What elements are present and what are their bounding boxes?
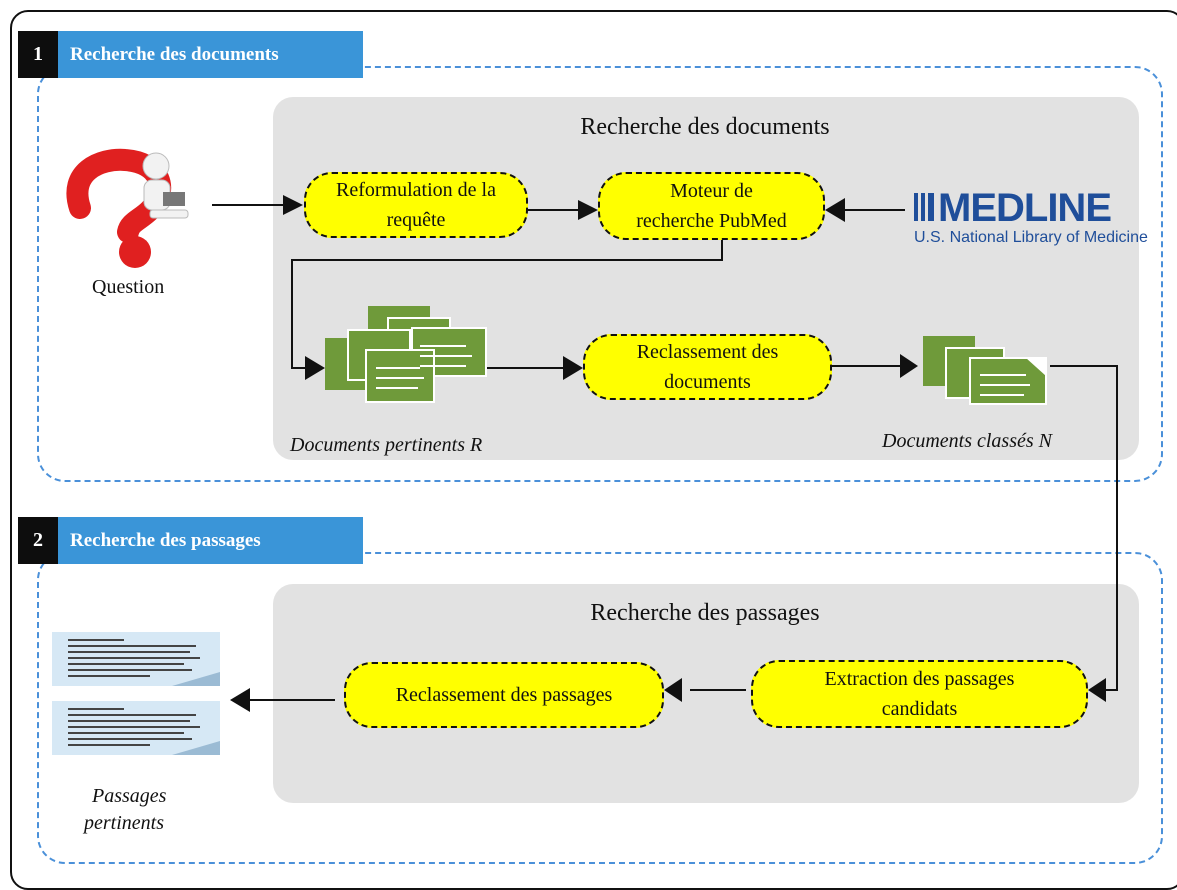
node-reformulation-line1: Reformulation de la bbox=[336, 179, 496, 201]
node-reclassement-docs-line1: Reclassement des bbox=[636, 341, 779, 363]
node-extraction-passages: Extraction des passages candidats bbox=[751, 660, 1088, 728]
panel2-title: Recherche des passages bbox=[590, 600, 820, 626]
section2-banner: 2 Recherche des passages bbox=[18, 517, 363, 564]
arrowhead bbox=[563, 356, 583, 380]
arrowhead bbox=[578, 200, 598, 220]
question-user-icon bbox=[66, 148, 189, 268]
node-moteur-line1: Moteur de bbox=[670, 180, 753, 202]
arrowhead bbox=[230, 688, 250, 712]
arrowhead bbox=[283, 195, 303, 215]
section1-number: 1 bbox=[18, 31, 58, 78]
node-reformulation: Reformulation de la requête bbox=[304, 172, 528, 238]
passage-text-icon bbox=[52, 701, 220, 755]
node-reclassement-passages: Reclassement des passages bbox=[344, 662, 664, 728]
arrowhead bbox=[305, 356, 325, 380]
arrowhead bbox=[664, 678, 682, 702]
arrowhead bbox=[900, 354, 918, 378]
caption-documents-classes: Documents classés N bbox=[882, 430, 1052, 452]
node-extraction-line2: candidats bbox=[881, 698, 958, 720]
node-reclassement-docs-line2: documents bbox=[664, 371, 751, 393]
caption-passages-line1: Passages bbox=[92, 785, 167, 807]
panel1-title: Recherche des documents bbox=[580, 114, 830, 140]
caption-passages-line2: pertinents bbox=[84, 812, 164, 834]
medline-logo-word: MEDLINE bbox=[938, 186, 1112, 230]
caption-documents-pertinents: Documents pertinents R bbox=[290, 434, 483, 456]
question-label: Question bbox=[92, 276, 165, 298]
node-reformulation-line2: requête bbox=[386, 209, 446, 231]
document-stack-icon bbox=[325, 306, 487, 403]
arrowhead bbox=[1088, 678, 1106, 702]
node-reclassement-passages-label: Reclassement des passages bbox=[395, 684, 613, 706]
section2-container bbox=[37, 552, 1163, 864]
node-moteur-pubmed: Moteur de recherche PubMed bbox=[598, 172, 825, 240]
section1-label: Recherche des documents bbox=[58, 31, 363, 78]
node-reclassement-documents: Reclassement des documents bbox=[583, 334, 832, 400]
arrowhead bbox=[825, 198, 845, 222]
medline-logo bbox=[914, 193, 934, 221]
section2-number: 2 bbox=[18, 517, 58, 564]
section1-banner: 1 Recherche des documents bbox=[18, 31, 363, 78]
node-moteur-line2: recherche PubMed bbox=[636, 210, 787, 232]
passage-text-icon bbox=[52, 632, 220, 686]
section1-container bbox=[37, 66, 1163, 482]
node-extraction-line1: Extraction des passages bbox=[824, 668, 1015, 690]
section2-label: Recherche des passages bbox=[58, 517, 363, 564]
medline-logo-subtitle: U.S. National Library of Medicine bbox=[914, 229, 1148, 246]
document-stack-icon bbox=[923, 336, 1047, 405]
